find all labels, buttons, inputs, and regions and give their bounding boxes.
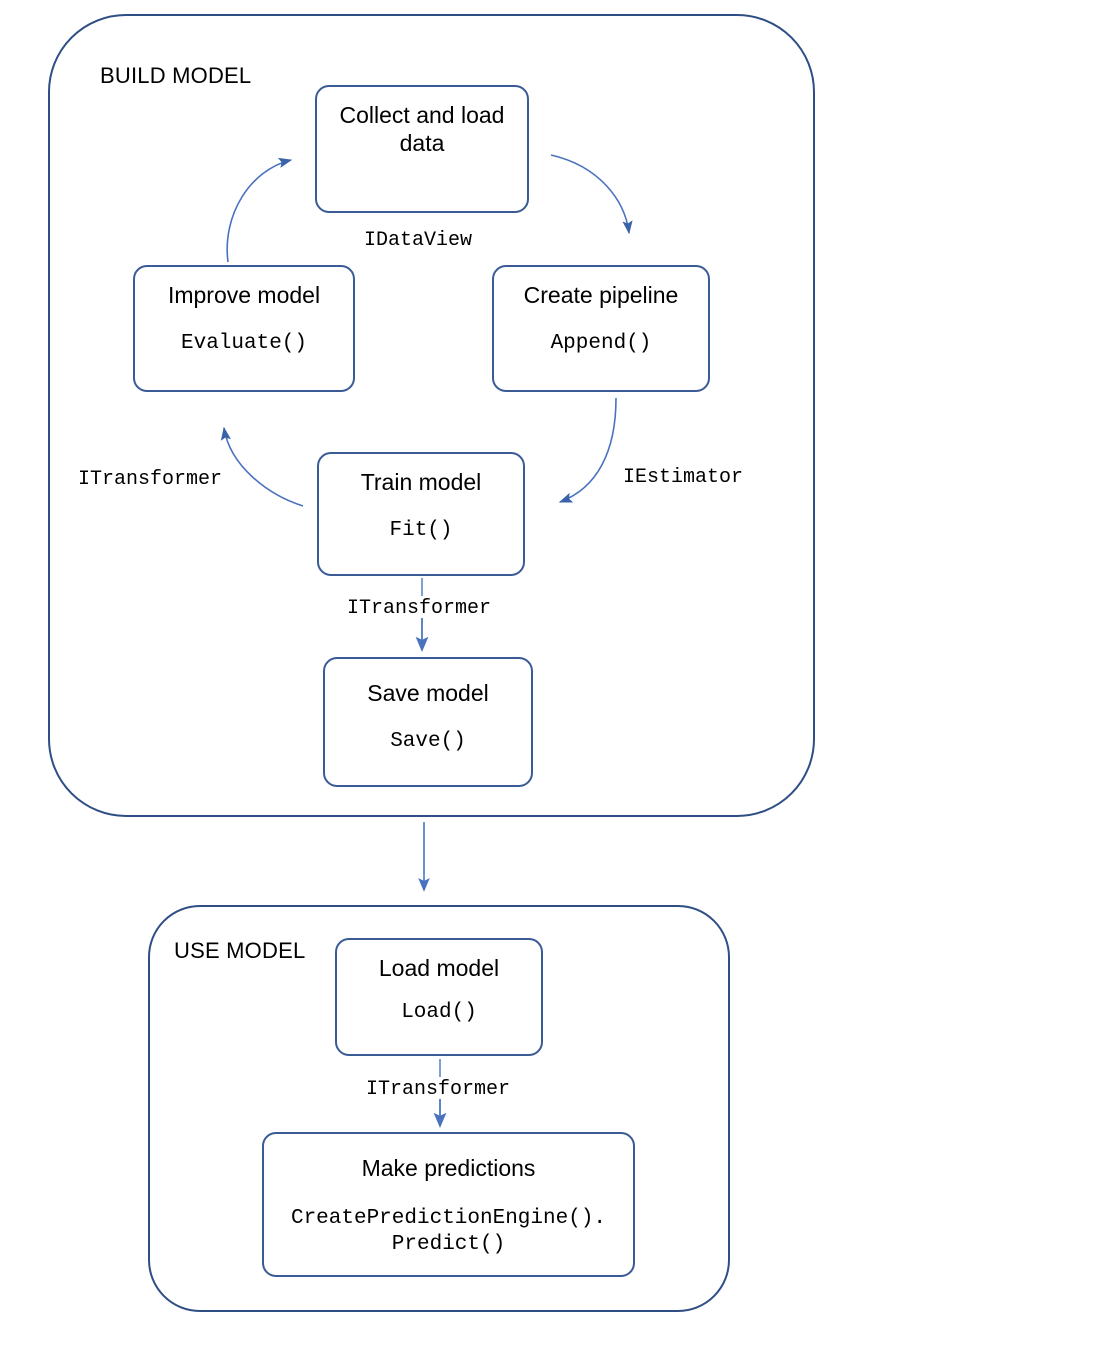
edge-label-itransformer-save: ITransformer xyxy=(347,597,492,620)
node-collect-and-load-data-title: Collect and load data xyxy=(339,102,505,157)
node-train-model[interactable]: Train model Fit() xyxy=(317,452,525,576)
edge-label-iestimator: IEstimator xyxy=(623,466,744,489)
edge-label-idataview: IDataView xyxy=(364,229,473,252)
node-save-model[interactable]: Save model Save() xyxy=(323,657,533,787)
node-improve-model[interactable]: Improve model Evaluate() xyxy=(133,265,355,392)
node-make-predictions[interactable]: Make predictions CreatePredictionEngine(… xyxy=(262,1132,635,1277)
node-load-model-api: Load() xyxy=(401,1001,477,1025)
node-train-model-title: Train model xyxy=(360,469,482,495)
group-build-model-title: BUILD MODEL xyxy=(100,63,252,88)
group-use-model xyxy=(148,905,730,1312)
node-create-pipeline-api: Append() xyxy=(550,332,652,356)
edge-label-itransformer-usemodel: ITransformer xyxy=(366,1078,511,1101)
node-load-model[interactable]: Load model Load() xyxy=(335,938,543,1056)
node-create-pipeline-title: Create pipeline xyxy=(523,282,679,308)
node-make-predictions-title: Make predictions xyxy=(361,1155,536,1181)
group-build-model xyxy=(48,14,815,817)
node-create-pipeline[interactable]: Create pipeline Append() xyxy=(492,265,710,392)
node-collect-and-load-data[interactable]: Collect and load data xyxy=(315,85,529,213)
node-save-model-api: Save() xyxy=(390,730,466,754)
group-use-model-title: USE MODEL xyxy=(174,938,306,963)
node-improve-model-title: Improve model xyxy=(167,282,321,308)
node-improve-model-api: Evaluate() xyxy=(180,332,308,356)
node-save-model-title: Save model xyxy=(367,680,489,706)
node-load-model-title: Load model xyxy=(378,955,500,981)
edge-label-itransformer-left: ITransformer xyxy=(78,468,223,491)
node-make-predictions-api: CreatePredictionEngine(). Predict() xyxy=(290,1207,607,1256)
node-train-model-api: Fit() xyxy=(389,519,453,543)
